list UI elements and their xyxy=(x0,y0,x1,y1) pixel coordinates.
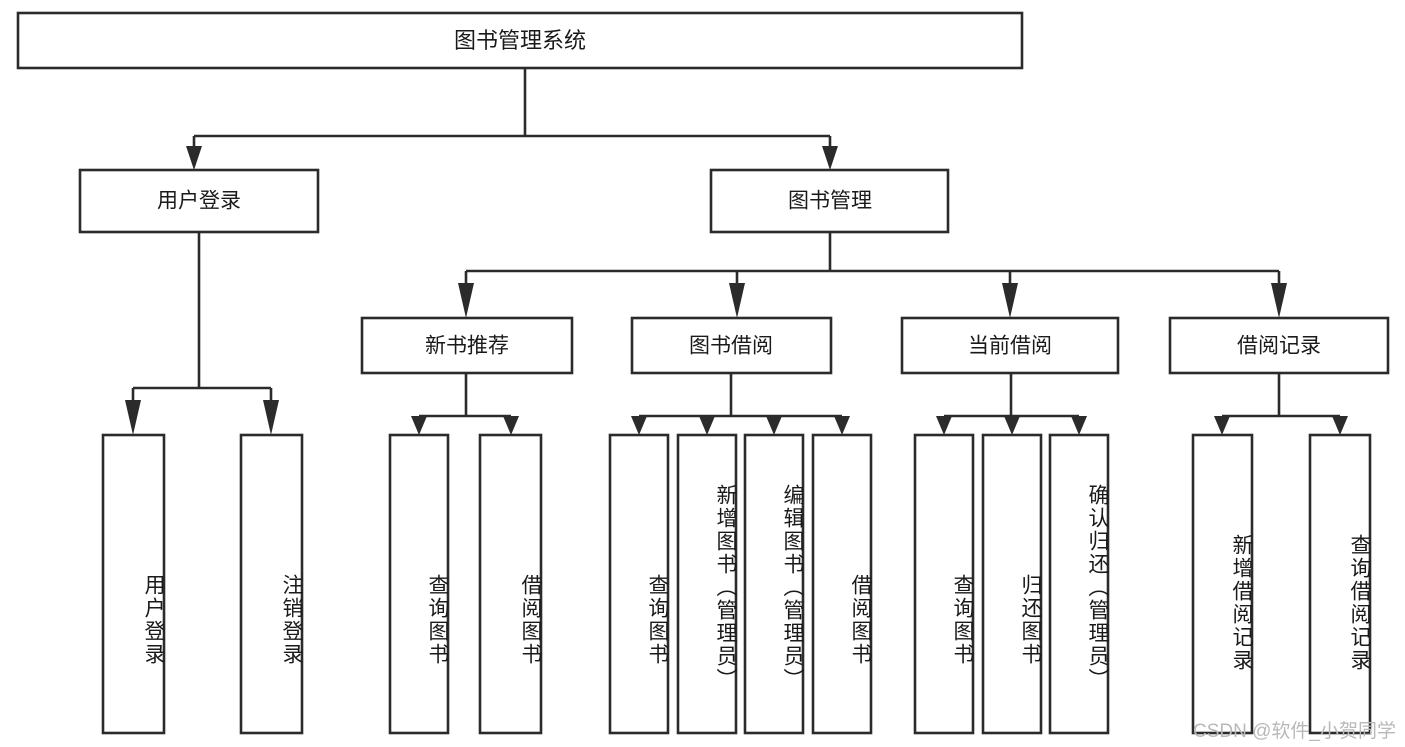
node-root-label: 图书管理系统 xyxy=(454,28,586,53)
arrowhead-leaf-query-book-rec xyxy=(411,416,427,435)
node-borrow-record-box[interactable] xyxy=(1168,316,1390,375)
node-current-borrow-label: 当前借阅 xyxy=(968,335,1052,358)
arrowhead-leaf-return-book xyxy=(1004,416,1020,435)
connector-borrow-record-to-leaves xyxy=(1214,373,1348,435)
arrowhead-current-borrow xyxy=(1002,283,1018,318)
arrowhead-leaf-query-book-cur xyxy=(936,416,952,435)
arrowhead-leaf-query-record xyxy=(1332,416,1348,435)
node-new-book-rec-box[interactable] xyxy=(360,316,574,375)
arrowhead-leaf-user-login xyxy=(125,400,141,435)
arrowhead-new-book-rec xyxy=(458,283,474,318)
arrowhead-leaf-add-book xyxy=(699,416,715,435)
connector-root-to-level2 xyxy=(186,68,838,170)
node-book-borrow[interactable]: 图书借阅 xyxy=(630,316,833,375)
leaf-node-boxes xyxy=(101,433,1372,735)
arrowhead-borrow-record xyxy=(1271,283,1287,318)
node-leaf-add-book-box[interactable] xyxy=(676,433,738,735)
node-leaf-borrow-book-bo-box[interactable] xyxy=(811,433,873,735)
arrowhead-user-login xyxy=(186,146,202,170)
node-borrow-record[interactable]: 借阅记录 xyxy=(1168,316,1390,375)
node-leaf-return-book-box[interactable] xyxy=(981,433,1043,735)
node-user-login[interactable]: 用户登录 xyxy=(78,168,320,234)
node-leaf-borrow-book-rec-box[interactable] xyxy=(478,433,543,735)
node-book-manage-box[interactable] xyxy=(709,168,950,234)
connector-book-borrow-to-leaves xyxy=(631,373,850,435)
node-leaf-logout-box[interactable] xyxy=(239,433,304,735)
node-leaf-query-record-box[interactable] xyxy=(1308,433,1372,735)
node-user-login-label: 用户登录 xyxy=(157,190,241,213)
arrowhead-leaf-borrow-book-rec xyxy=(503,416,519,435)
arrowhead-leaf-borrow-book-bo xyxy=(834,416,850,435)
node-leaf-edit-book-box[interactable] xyxy=(743,433,805,735)
connector-current-borrow-to-leaves xyxy=(936,373,1087,435)
arrowhead-book-borrow xyxy=(729,283,745,318)
arrowhead-leaf-logout xyxy=(263,400,279,435)
node-root-box[interactable] xyxy=(16,11,1024,70)
node-leaf-query-book-bo-box[interactable] xyxy=(608,433,670,735)
node-current-borrow[interactable]: 当前借阅 xyxy=(900,316,1120,375)
node-leaf-add-record-box[interactable] xyxy=(1191,433,1254,735)
node-borrow-record-label: 借阅记录 xyxy=(1237,335,1321,358)
node-current-borrow-box[interactable] xyxy=(900,316,1120,375)
node-new-book-rec-label: 新书推荐 xyxy=(425,335,509,358)
node-book-manage[interactable]: 图书管理 xyxy=(709,168,950,234)
node-user-login-box[interactable] xyxy=(78,168,320,234)
node-book-manage-label: 图书管理 xyxy=(788,190,872,213)
node-root[interactable]: 图书管理系统 xyxy=(16,11,1024,70)
arrowhead-leaf-confirm-return xyxy=(1071,416,1087,435)
arrowhead-leaf-add-record xyxy=(1214,416,1230,435)
node-book-borrow-label: 图书借阅 xyxy=(689,335,773,358)
node-leaf-confirm-return-box[interactable] xyxy=(1048,433,1110,735)
connector-user-login-to-leaves xyxy=(125,232,279,435)
connector-book-manage-to-level3 xyxy=(458,232,1287,318)
node-book-borrow-box[interactable] xyxy=(630,316,833,375)
node-leaf-query-book-rec-box[interactable] xyxy=(388,433,450,735)
arrowhead-leaf-edit-book xyxy=(766,416,782,435)
node-leaf-query-book-cur-box[interactable] xyxy=(913,433,975,735)
node-new-book-rec[interactable]: 新书推荐 xyxy=(360,316,574,375)
arrowhead-leaf-query-book-bo xyxy=(631,416,647,435)
arrowhead-book-manage xyxy=(822,146,838,170)
connector-new-book-rec-to-leaves xyxy=(411,373,519,435)
node-leaf-user-login-box[interactable] xyxy=(101,433,166,735)
